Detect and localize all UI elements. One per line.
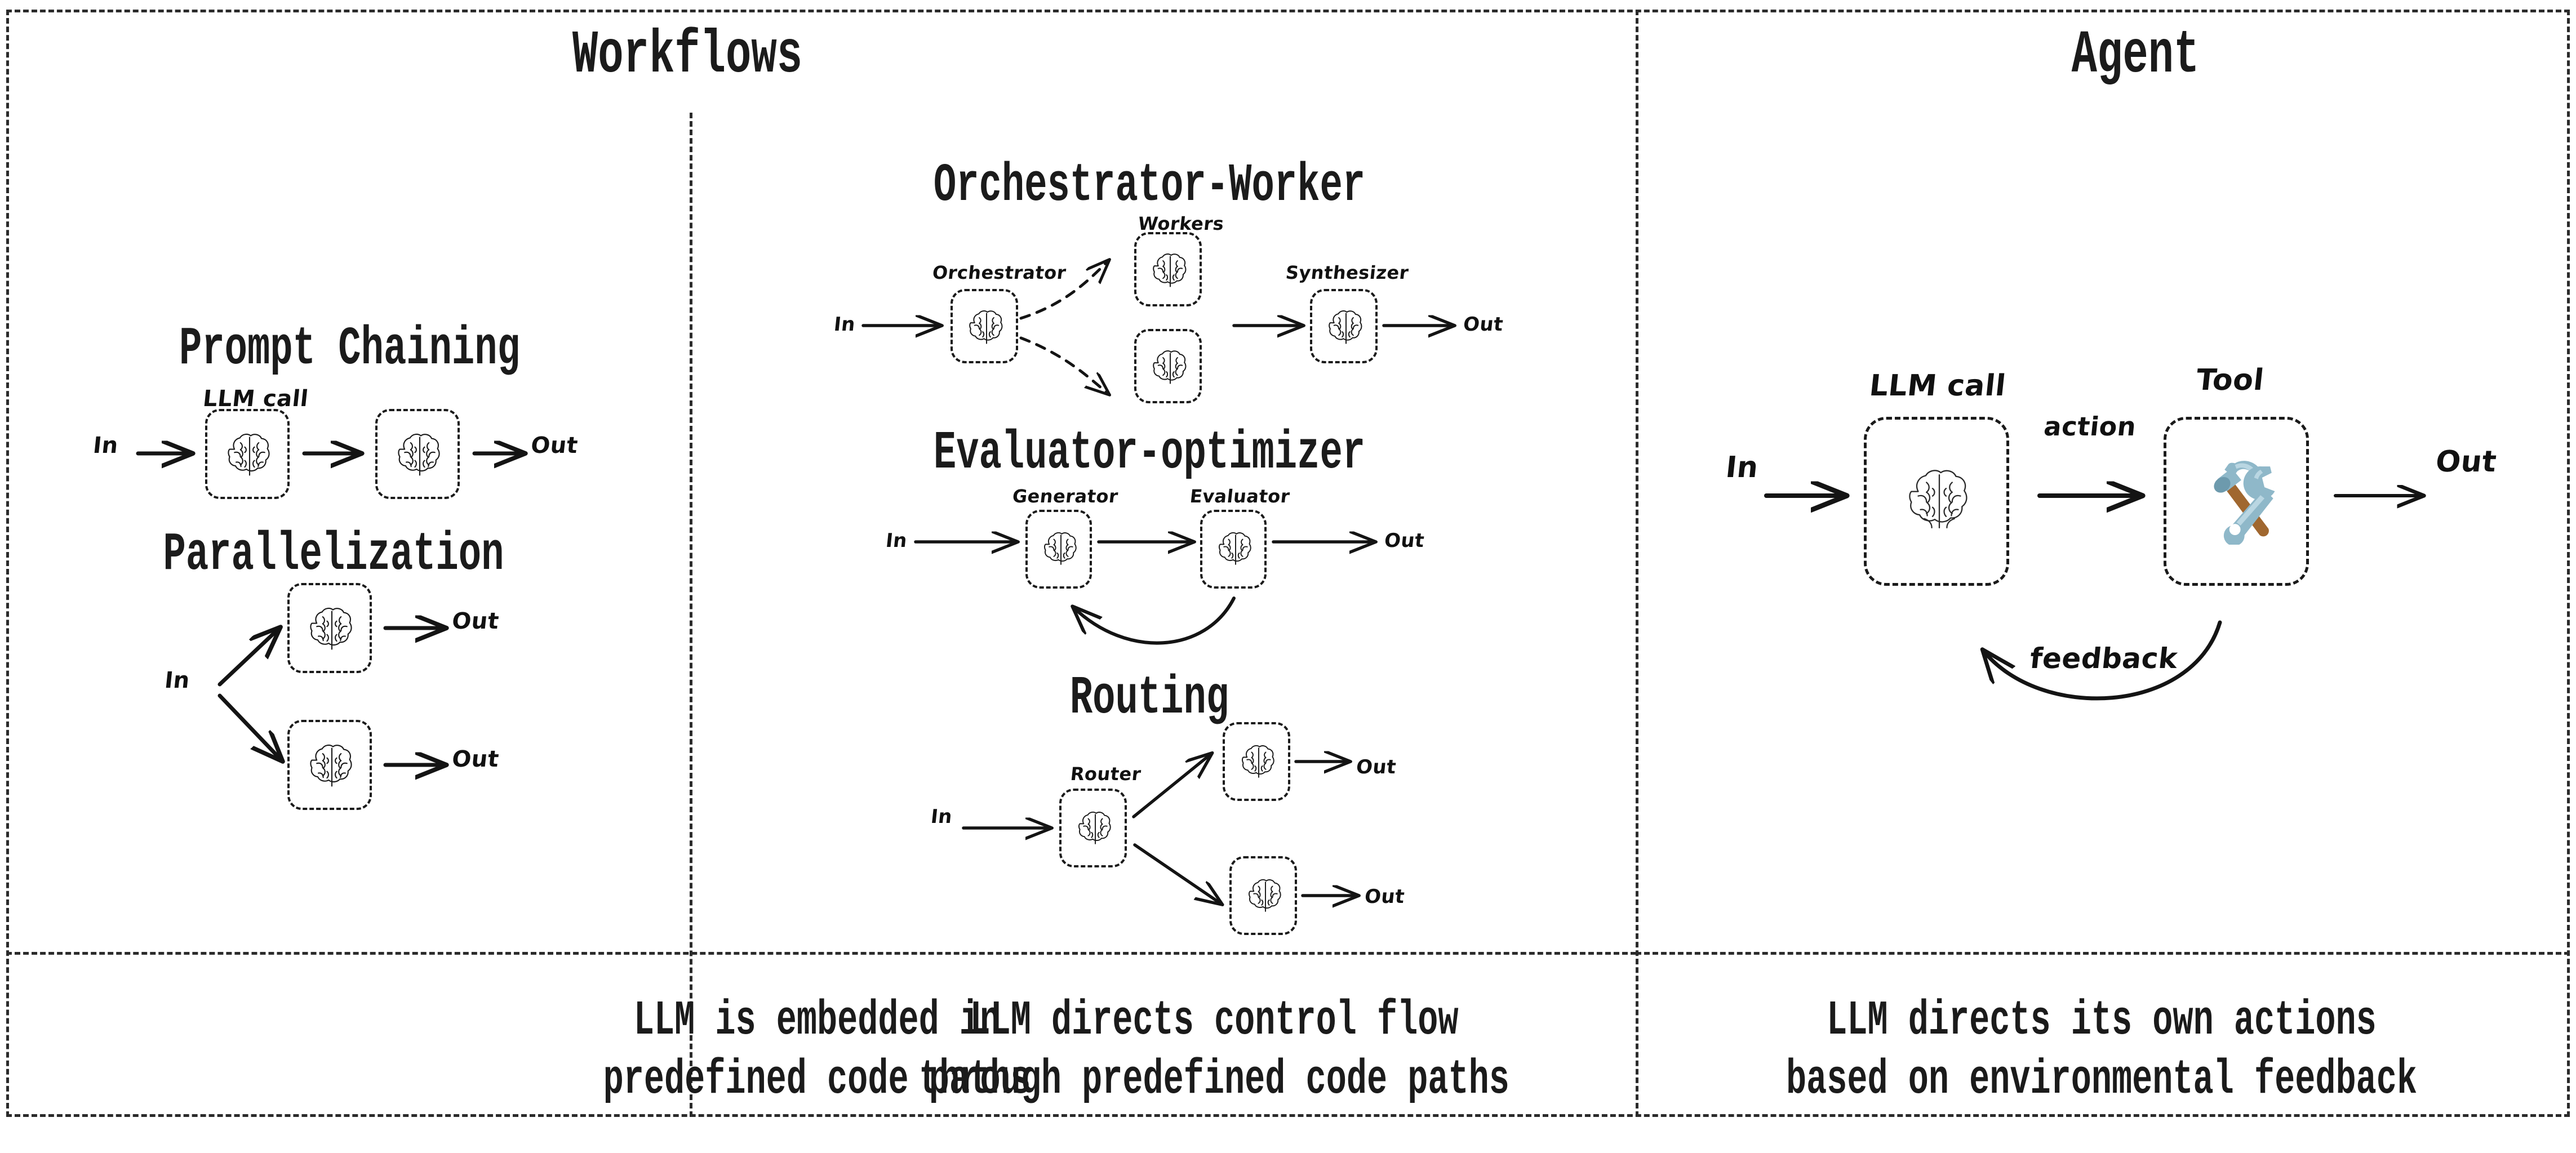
orchestrator-out-label: Out [1462,313,1505,336]
routing-target-node-bottom [1229,856,1297,935]
evaluator-optimizer-title: Evaluator-optimizer [933,422,1366,484]
prompt-chaining-node-1 [205,409,290,499]
routing-out-label-bottom: Out [1363,885,1406,908]
routing-target-node-top [1223,722,1290,801]
agent-tool-node [2164,417,2309,586]
parallelization-title: Parallelization [163,524,504,585]
brain-icon [1040,530,1082,572]
agent-llm-call-node [1864,417,2009,586]
brain-icon [305,742,359,795]
routing-title: Routing [1069,667,1229,729]
caption-agent-right: LLM directs its own actions based on env… [1786,993,2417,1107]
parallelization-in-label: In [163,667,192,693]
routing-in-label: In [930,805,954,828]
router-label: Router [1069,763,1143,785]
brain-icon [1902,466,1977,539]
parallelization-node-top [287,583,372,673]
evaluator-node [1200,510,1267,589]
outer-dashed-frame [6,10,2570,1117]
brain-icon [965,308,1008,351]
routing-out-label-top: Out [1355,756,1398,778]
workers-group-label: Workers [1137,213,1225,234]
caption-divider-right [1636,952,2570,955]
worker-node-top [1134,232,1202,306]
agent-heading: Agent [2071,21,2200,90]
parallelization-out-label-bottom: Out [451,746,500,772]
worker-node-bottom [1134,329,1202,403]
orchestrator-node [951,289,1018,363]
brain-icon [393,431,447,484]
workflows-agent-divider [1636,10,1638,1117]
orchestrator-in-label: In [833,313,857,336]
evaluator-out-label: Out [1383,529,1426,552]
generator-node [1025,510,1092,589]
generator-label: Generator [1011,486,1120,507]
parallelization-out-label-top: Out [451,608,500,634]
prompt-chaining-llm-call-label: LLM call [202,386,310,412]
prompt-chaining-out-label: Out [530,433,579,458]
agent-tool-label: Tool [2195,363,2266,397]
brain-icon [223,431,277,484]
brain-icon [1074,809,1116,851]
prompt-chaining-node-2 [375,409,460,499]
brain-icon [305,605,359,658]
agent-out-label: Out [2434,445,2498,479]
brain-icon [1215,530,1256,572]
brain-icon [1149,348,1192,391]
workflow-columns-divider [690,113,692,1117]
synthesizer-label: Synthesizer [1285,262,1410,283]
agent-in-label: In [1724,451,1760,484]
orchestrator-worker-title: Orchestrator-Worker [933,155,1366,216]
caption-divider-left [6,952,1636,955]
brain-icon [1238,743,1280,785]
caption-workflows-middle: LLM directs control flow through predefi… [919,993,1509,1107]
brain-icon [1149,251,1192,294]
caption-workflows-left: LLM is embedded in predefined code paths [603,993,1031,1107]
prompt-chaining-title: Prompt Chaining [179,318,520,380]
evaluator-in-label: In [885,529,909,552]
brain-icon [1245,877,1286,919]
workflows-heading: Workflows [572,21,803,90]
brain-icon [1325,308,1367,351]
evaluator-label: Evaluator [1189,486,1291,507]
agent-action-label: action [2042,411,2138,442]
synthesizer-node [1310,289,1378,363]
orchestrator-label: Orchestrator [931,262,1068,283]
agent-llm-call-label: LLM call [1868,369,2007,403]
hammer-and-wrench-icon [2193,449,2289,547]
parallelization-node-bottom [287,720,372,810]
prompt-chaining-in-label: In [92,433,120,458]
agent-feedback-label: feedback [2028,642,2179,675]
router-node [1059,789,1127,867]
